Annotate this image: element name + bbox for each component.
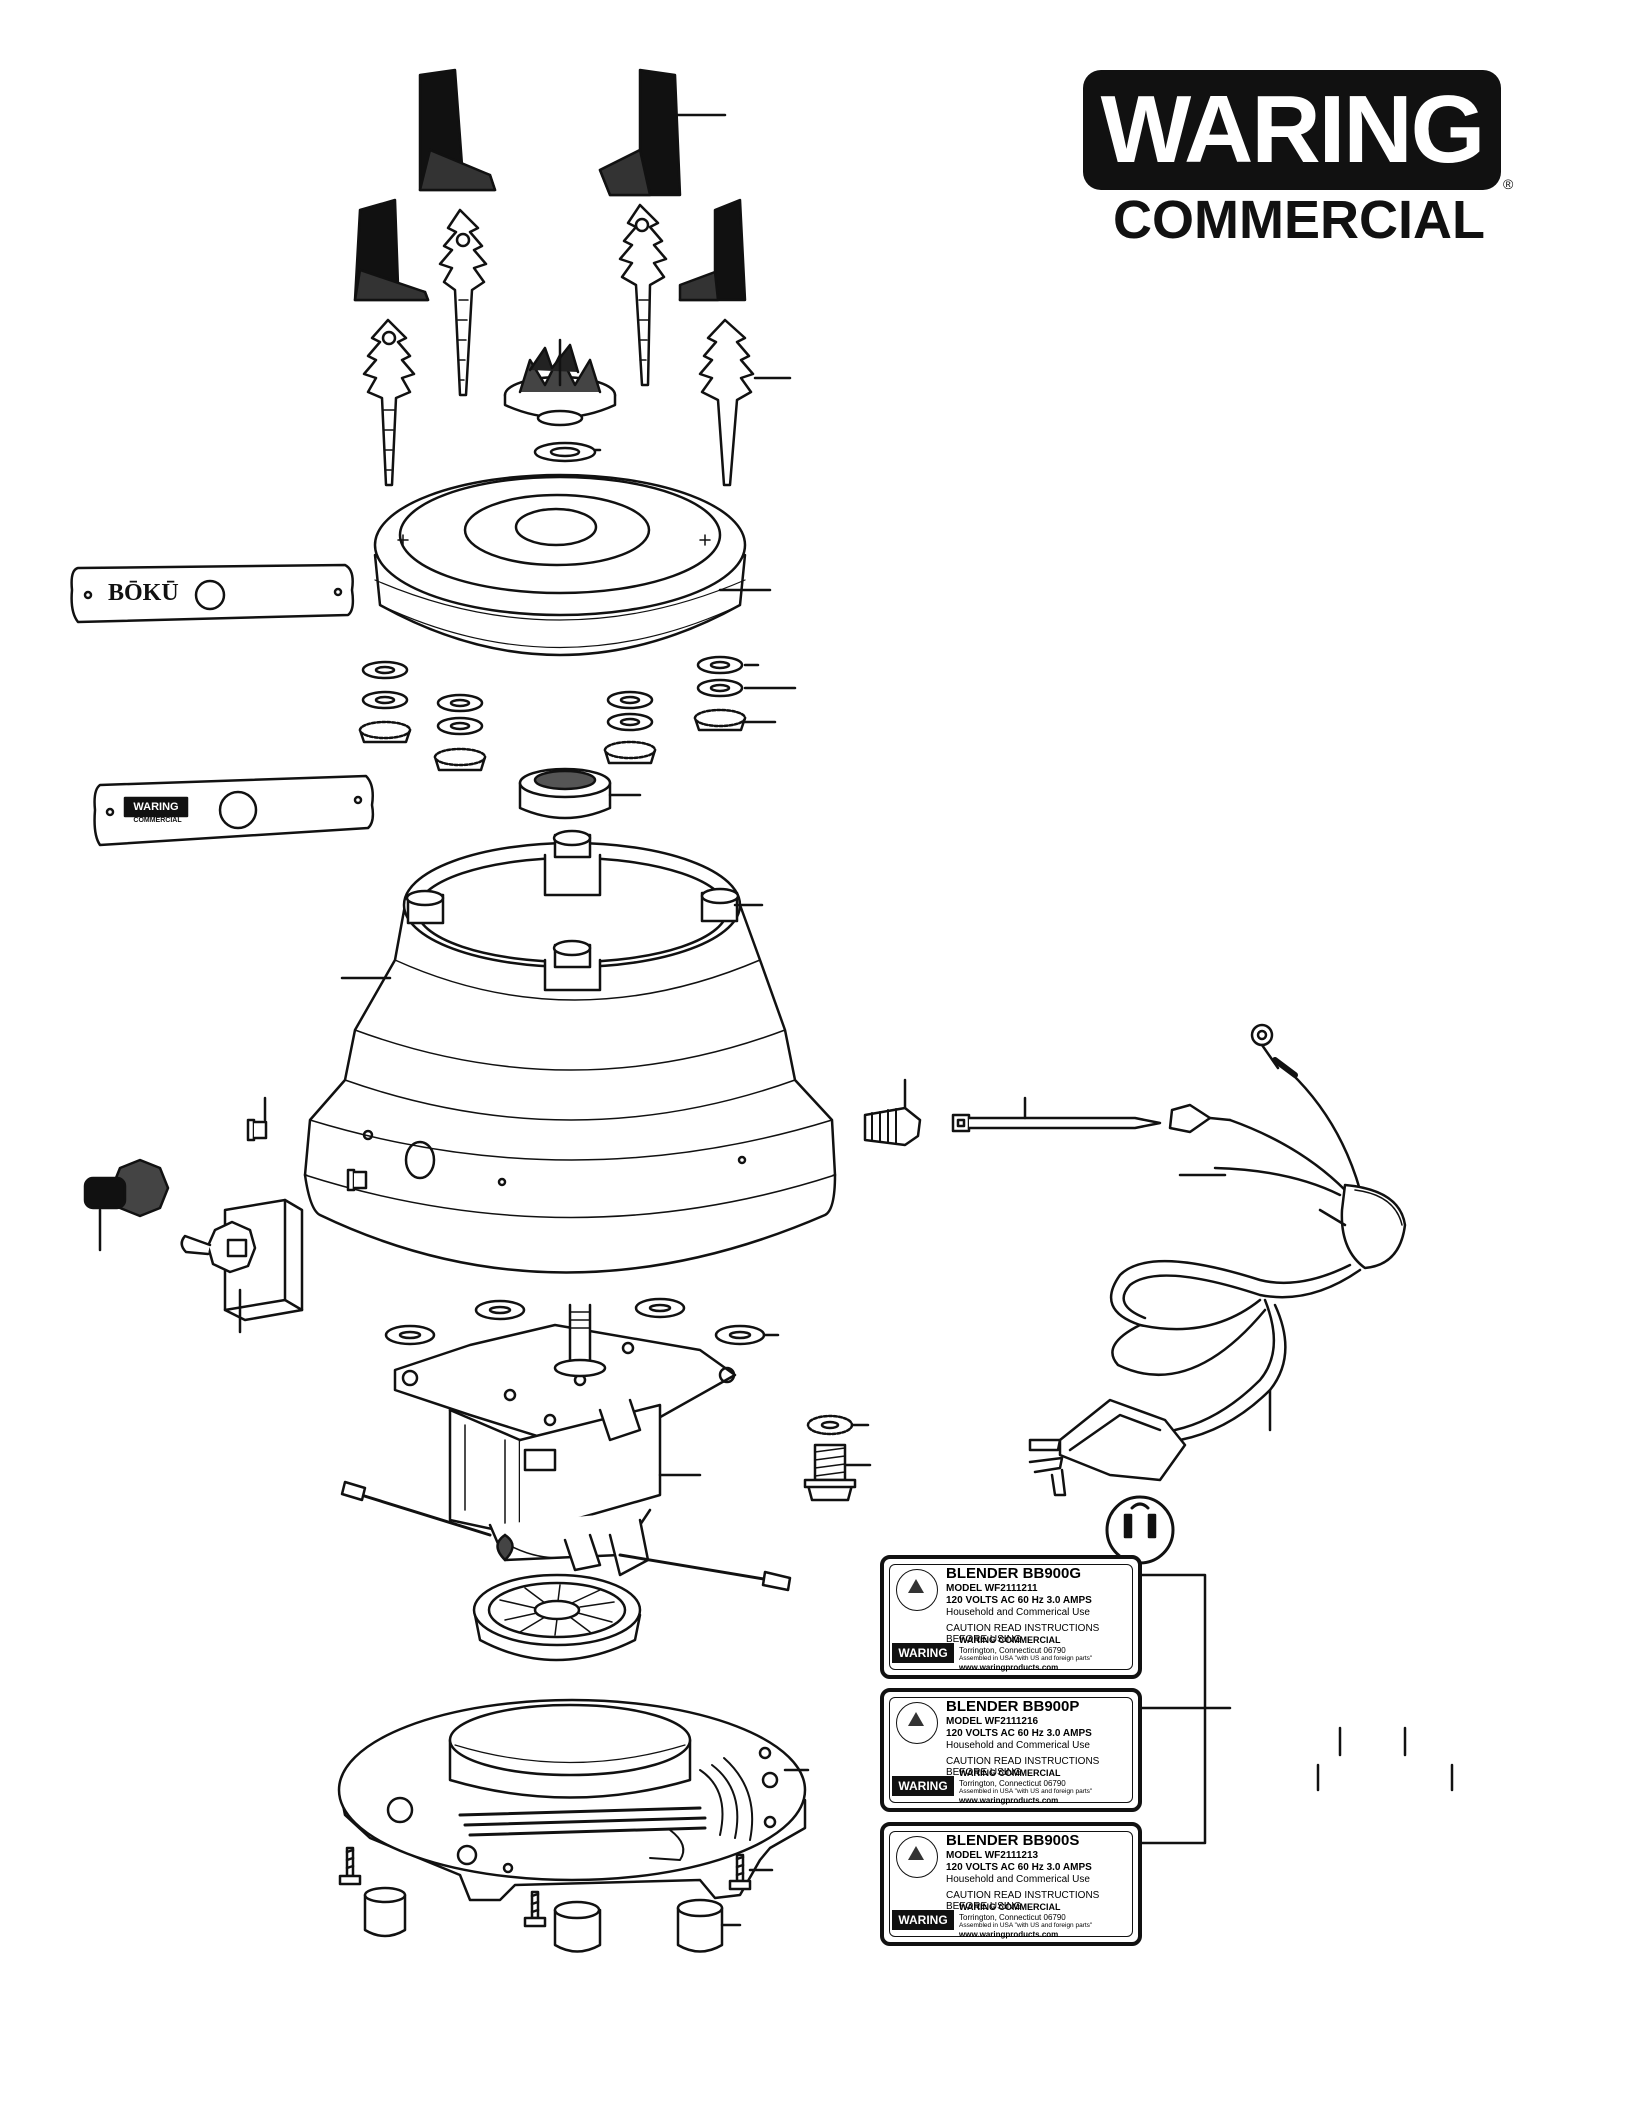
plate-waring-badge: WARING <box>892 1776 954 1796</box>
cable-tie <box>951 1113 1162 1133</box>
boku-badge <box>70 563 355 624</box>
plate-caution: CAUTION READ INSTRUCTIONS BEFORE USING <box>946 1890 1100 1912</box>
plate-title: BLENDER BB900P <box>946 1698 1080 1715</box>
washer-small <box>533 441 597 463</box>
foot-2 <box>553 1900 602 1953</box>
ground-plug-symbol <box>1105 1495 1175 1565</box>
logo-bottom-text: COMMERCIAL <box>1113 190 1485 250</box>
foot-screw-3 <box>728 1853 752 1891</box>
screw-small-2 <box>346 1168 368 1192</box>
spike-tool-3 <box>618 203 668 387</box>
plate-assembled: Assembled in USA "with US and foreign pa… <box>959 1788 1093 1795</box>
plate-rating: 120 VOLTS AC 60 Hz 3.0 AMPS <box>946 1862 1092 1873</box>
motor-assembly <box>340 1303 792 1592</box>
logo-top-text: WARING <box>1100 76 1486 183</box>
plate-brand: WARING COMMERCIAL <box>959 1902 1061 1912</box>
washers-nuts-top <box>358 655 747 772</box>
plate-city: Torrington, Connecticut 06790 <box>959 1779 1066 1788</box>
foot-screw-2 <box>523 1890 547 1928</box>
plate-use: Household and Commerical Use <box>946 1740 1090 1751</box>
logo-registered-mark: ® <box>1503 176 1514 192</box>
plate-title: BLENDER BB900G <box>946 1565 1082 1582</box>
data-plate-bb900s: BLENDER BB900S MODEL WF2111213 120 VOLTS… <box>880 1822 1142 1946</box>
spike-tool-2 <box>362 318 416 487</box>
blade-assembly <box>503 338 617 427</box>
foot-3 <box>676 1898 724 1953</box>
screw-bolt <box>803 1443 857 1502</box>
plate-rating: 120 VOLTS AC 60 Hz 3.0 AMPS <box>946 1595 1092 1606</box>
plate-model: MODEL WF2111211 <box>946 1583 1038 1594</box>
toggle-switch <box>180 1198 304 1322</box>
certification-icon <box>896 1569 938 1611</box>
certification-icon <box>896 1836 938 1878</box>
power-cord <box>1028 1023 1407 1497</box>
plate-model: MODEL WF2111216 <box>946 1716 1039 1727</box>
plate-city: Torrington, Connecticut 06790 <box>959 1646 1066 1655</box>
plate-use: Household and Commerical Use <box>946 1607 1090 1618</box>
plate-inner-border <box>889 1831 1133 1937</box>
plate-caution: CAUTION READ INSTRUCTIONS BEFORE USING <box>946 1756 1100 1778</box>
blade-block-2 <box>598 68 682 197</box>
data-plate-bb900g: BLENDER BB900G MODEL WF2111211 120 VOLTS… <box>880 1555 1142 1679</box>
waring-commercial-logo: WARING ® COMMERCIAL <box>1083 70 1515 250</box>
waring-badge-top: WARING <box>133 801 179 813</box>
plate-use: Household and Commerical Use <box>946 1874 1090 1885</box>
lock-washer <box>806 1414 854 1436</box>
boku-badge-text: BŌKŪ <box>108 580 179 606</box>
blade-block-4 <box>678 198 747 302</box>
plate-rating: 120 VOLTS AC 60 Hz 3.0 AMPS <box>946 1728 1092 1739</box>
top-cover <box>373 473 747 657</box>
switch-boot <box>83 1158 170 1218</box>
waring-badge <box>93 774 375 847</box>
plate-web: www.waringproducts.com <box>959 1930 1059 1939</box>
data-plate-bb900p: BLENDER BB900P MODEL WF2111216 120 VOLTS… <box>880 1688 1142 1812</box>
plate-brand: WARING COMMERCIAL <box>959 1768 1061 1778</box>
spike-tool-1 <box>438 208 488 397</box>
motor-base-housing <box>303 829 837 1274</box>
cooling-fan <box>472 1573 642 1662</box>
foot-screw-1 <box>338 1846 362 1886</box>
base-plate <box>337 1698 807 1902</box>
plate-caution: CAUTION READ INSTRUCTIONS BEFORE USING <box>946 1623 1100 1645</box>
leader-line <box>1318 1208 1347 1227</box>
screw-small-1 <box>246 1118 268 1142</box>
plate-inner-border <box>889 1564 1133 1670</box>
plate-assembled: Assembled in USA "with US and foreign pa… <box>959 1655 1093 1662</box>
plate-assembled: Assembled in USA "with US and foreign pa… <box>959 1922 1093 1929</box>
plate-title: BLENDER BB900S <box>946 1832 1080 1849</box>
wire-nut <box>863 1106 922 1147</box>
plate-waring-badge: WARING <box>892 1910 954 1930</box>
plate-web: www.waringproducts.com <box>959 1663 1059 1672</box>
bearing <box>518 767 612 820</box>
blade-block-1 <box>418 68 497 192</box>
plate-model: MODEL WF2111213 <box>946 1850 1039 1861</box>
plate-inner-border <box>889 1697 1133 1803</box>
spike-tool-4 <box>698 318 755 487</box>
blade-block-3 <box>353 198 430 302</box>
plate-city: Torrington, Connecticut 06790 <box>959 1913 1066 1922</box>
washers-under-housing <box>384 1297 766 1346</box>
waring-badge-bottom: COMMERCIAL <box>133 817 182 824</box>
plate-brand: WARING COMMERCIAL <box>959 1635 1061 1645</box>
plate-web: www.waringproducts.com <box>959 1796 1059 1805</box>
certification-icon <box>896 1702 938 1744</box>
plate-waring-badge: WARING <box>892 1643 954 1663</box>
foot-1 <box>363 1886 407 1938</box>
logo-box: WARING <box>1083 70 1501 190</box>
tick-marks <box>1316 1726 1454 1792</box>
